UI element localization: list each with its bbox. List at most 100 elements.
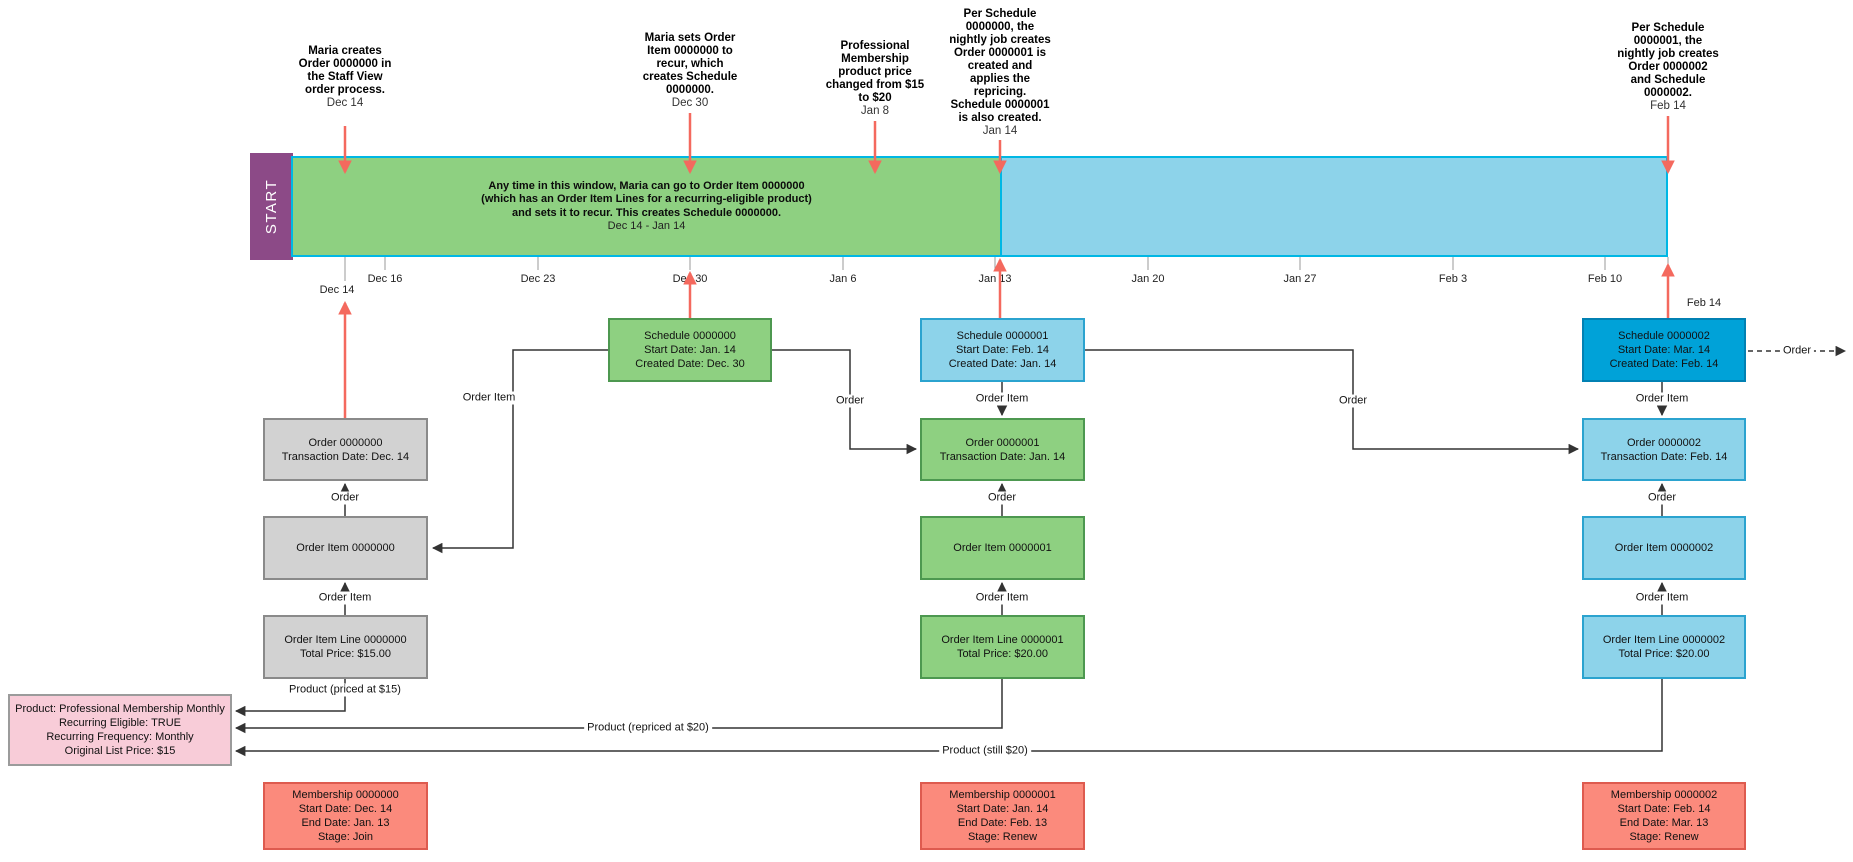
order-item-line-0000002-node[interactable]: Order Item Line 0000002Total Price: $20.… xyxy=(1582,615,1746,679)
membership-0000002-node[interactable]: Membership 0000002Start Date: Feb. 14End… xyxy=(1582,782,1746,850)
annotation-line: Order 0000000 in xyxy=(299,58,392,71)
annotation-line: Per Schedule xyxy=(949,8,1051,21)
annotation-line: 0000002. xyxy=(1617,87,1719,100)
order-0000001-node[interactable]: Order 0000001Transaction Date: Jan. 14 xyxy=(920,418,1085,481)
annotation-line: nightly job creates xyxy=(949,34,1051,47)
annotation-line: Order 0000001 is xyxy=(949,47,1051,60)
schedule-0000001-node[interactable]: Schedule 0000001Start Date: Feb. 14Creat… xyxy=(920,318,1085,382)
axis-tick-label: Dec 16 xyxy=(368,273,403,285)
annotation-date: Jan 8 xyxy=(826,105,924,118)
recurring-window-green-segment[interactable]: Any time in this window, Maria can go to… xyxy=(293,158,1002,255)
annotation-line: order process. xyxy=(299,84,392,97)
edge-label-oil0-to-order-item0: Order Item xyxy=(316,592,375,605)
annotation-line: created and xyxy=(949,60,1051,73)
membership-0000000-node[interactable]: Membership 0000000Start Date: Dec. 14End… xyxy=(263,782,428,850)
annotation-note: Maria sets OrderItem 0000000 torecur, wh… xyxy=(643,32,738,110)
node-text-line: Original List Price: $15 xyxy=(65,744,176,758)
order-item-0000000-node[interactable]: Order Item 0000000 xyxy=(263,516,428,580)
node-text-line: Created Date: Jan. 14 xyxy=(949,357,1057,371)
order-item-line-0000001-node[interactable]: Order Item Line 0000001Total Price: $20.… xyxy=(920,615,1085,679)
node-text-line: Transaction Date: Dec. 14 xyxy=(282,450,409,464)
annotation-line: Professional xyxy=(826,40,924,53)
window-text-line: (which has an Order Item Lines for a rec… xyxy=(481,193,812,207)
axis-tick-label: Jan 20 xyxy=(1131,273,1164,285)
annotation-line: product price xyxy=(826,66,924,79)
edge-label-schedule1-to-order2: Order xyxy=(1336,395,1370,408)
annotation-line: Maria sets Order xyxy=(643,32,738,45)
node-text-line: Total Price: $15.00 xyxy=(300,647,391,661)
node-text-line: Membership 0000001 xyxy=(949,788,1055,802)
timeline-bar: Any time in this window, Maria can go to… xyxy=(291,156,1668,257)
annotation-date: Jan 14 xyxy=(949,125,1051,138)
node-text-line: Stage: Join xyxy=(318,830,373,844)
timeline-start-block[interactable]: START xyxy=(250,153,293,260)
node-text-line: Start Date: Jan. 14 xyxy=(957,802,1049,816)
node-text-line: Order Item Line 0000001 xyxy=(941,633,1063,647)
annotation-line: Maria creates xyxy=(299,45,392,58)
axis-tick-label: Dec 14 xyxy=(320,284,355,296)
node-text-line: End Date: Feb. 13 xyxy=(958,816,1047,830)
schedule-0000002-node[interactable]: Schedule 0000002Start Date: Mar. 14Creat… xyxy=(1582,318,1746,382)
annotation-line: applies the xyxy=(949,73,1051,86)
node-text-line: Start Date: Mar. 14 xyxy=(1618,343,1710,357)
annotation-note: Maria createsOrder 0000000 inthe Staff V… xyxy=(299,45,392,110)
node-text-line: Order 0000002 xyxy=(1627,436,1701,450)
order-item-line-0000000-node[interactable]: Order Item Line 0000000Total Price: $15.… xyxy=(263,615,428,679)
annotation-line: Per Schedule xyxy=(1617,22,1719,35)
annotation-date: Dec 30 xyxy=(643,97,738,110)
axis-tick-label: Feb 10 xyxy=(1588,273,1622,285)
node-text-line: Created Date: Dec. 30 xyxy=(635,357,744,371)
node-text-line: Order 0000001 xyxy=(966,436,1040,450)
node-text-line: Order Item 0000002 xyxy=(1615,541,1713,555)
edge-label-oil1-to-order-item1: Order Item xyxy=(973,592,1032,605)
order-item-0000001-node[interactable]: Order Item 0000001 xyxy=(920,516,1085,580)
node-text-line: Start Date: Feb. 14 xyxy=(1618,802,1711,816)
node-text-line: Recurring Eligible: TRUE xyxy=(59,716,181,730)
axis-tick-label: Feb 3 xyxy=(1439,273,1467,285)
axis-tick-label: Feb 14 xyxy=(1687,297,1721,309)
annotation-line: is also created. xyxy=(949,112,1051,125)
product-node[interactable]: Product: Professional Membership Monthly… xyxy=(8,694,232,766)
edge-label-oil1-to-product: Product (repriced at $20) xyxy=(584,722,712,735)
node-text-line: Stage: Renew xyxy=(1629,830,1698,844)
node-text-line: Total Price: $20.00 xyxy=(957,647,1048,661)
annotation-line: to $20 xyxy=(826,92,924,105)
annotation-note: Per Schedule0000001, thenightly job crea… xyxy=(1617,22,1719,113)
annotation-line: Schedule 0000001 xyxy=(949,99,1051,112)
membership-0000001-node[interactable]: Membership 0000001Start Date: Jan. 14End… xyxy=(920,782,1085,850)
annotation-line: Order 0000002 xyxy=(1617,61,1719,74)
node-text-line: Start Date: Jan. 14 xyxy=(644,343,736,357)
node-text-line: Order Item Line 0000000 xyxy=(284,633,406,647)
node-text-line: Start Date: Feb. 14 xyxy=(956,343,1049,357)
annotation-line: recur, which xyxy=(643,58,738,71)
schedule-0000000-node[interactable]: Schedule 0000000Start Date: Jan. 14Creat… xyxy=(608,318,772,382)
node-text-line: Schedule 0000000 xyxy=(644,329,736,343)
axis-tick-label: Jan 27 xyxy=(1283,273,1316,285)
edge-schedule0-to-order-item0 xyxy=(433,350,608,548)
annotation-line: Membership xyxy=(826,53,924,66)
node-text-line: End Date: Jan. 13 xyxy=(301,816,389,830)
order-0000002-node[interactable]: Order 0000002Transaction Date: Feb. 14 xyxy=(1582,418,1746,481)
window-date-range: Dec 14 - Jan 14 xyxy=(608,220,686,234)
edge-label-schedule2-to-next-order: Order xyxy=(1780,345,1814,358)
edge-oil2-to-product xyxy=(236,679,1662,751)
edge-schedule1-to-order2 xyxy=(1085,350,1578,449)
annotation-line: nightly job creates xyxy=(1617,48,1719,61)
axis-tick-label: Jan 13 xyxy=(978,273,1011,285)
axis-tick-label: Dec 30 xyxy=(673,273,708,285)
timeline-blue-segment[interactable] xyxy=(1002,158,1666,255)
node-text-line: Order Item Line 0000002 xyxy=(1603,633,1725,647)
edge-label-schedule1-to-order1: Order Item xyxy=(973,393,1032,406)
order-item-0000002-node[interactable]: Order Item 0000002 xyxy=(1582,516,1746,580)
annotation-line: and Schedule xyxy=(1617,74,1719,87)
node-text-line: Product: Professional Membership Monthly xyxy=(15,702,225,716)
node-text-line: Recurring Frequency: Monthly xyxy=(46,730,193,744)
order-0000000-node[interactable]: Order 0000000Transaction Date: Dec. 14 xyxy=(263,418,428,481)
annotation-line: 0000000, the xyxy=(949,21,1051,34)
window-text-line: Any time in this window, Maria can go to… xyxy=(488,180,804,194)
axis-tick-label: Jan 6 xyxy=(830,273,857,285)
node-text-line: Total Price: $20.00 xyxy=(1618,647,1709,661)
edge-label-schedule0-to-order1: Order xyxy=(833,395,867,408)
annotation-line: the Staff View xyxy=(299,71,392,84)
